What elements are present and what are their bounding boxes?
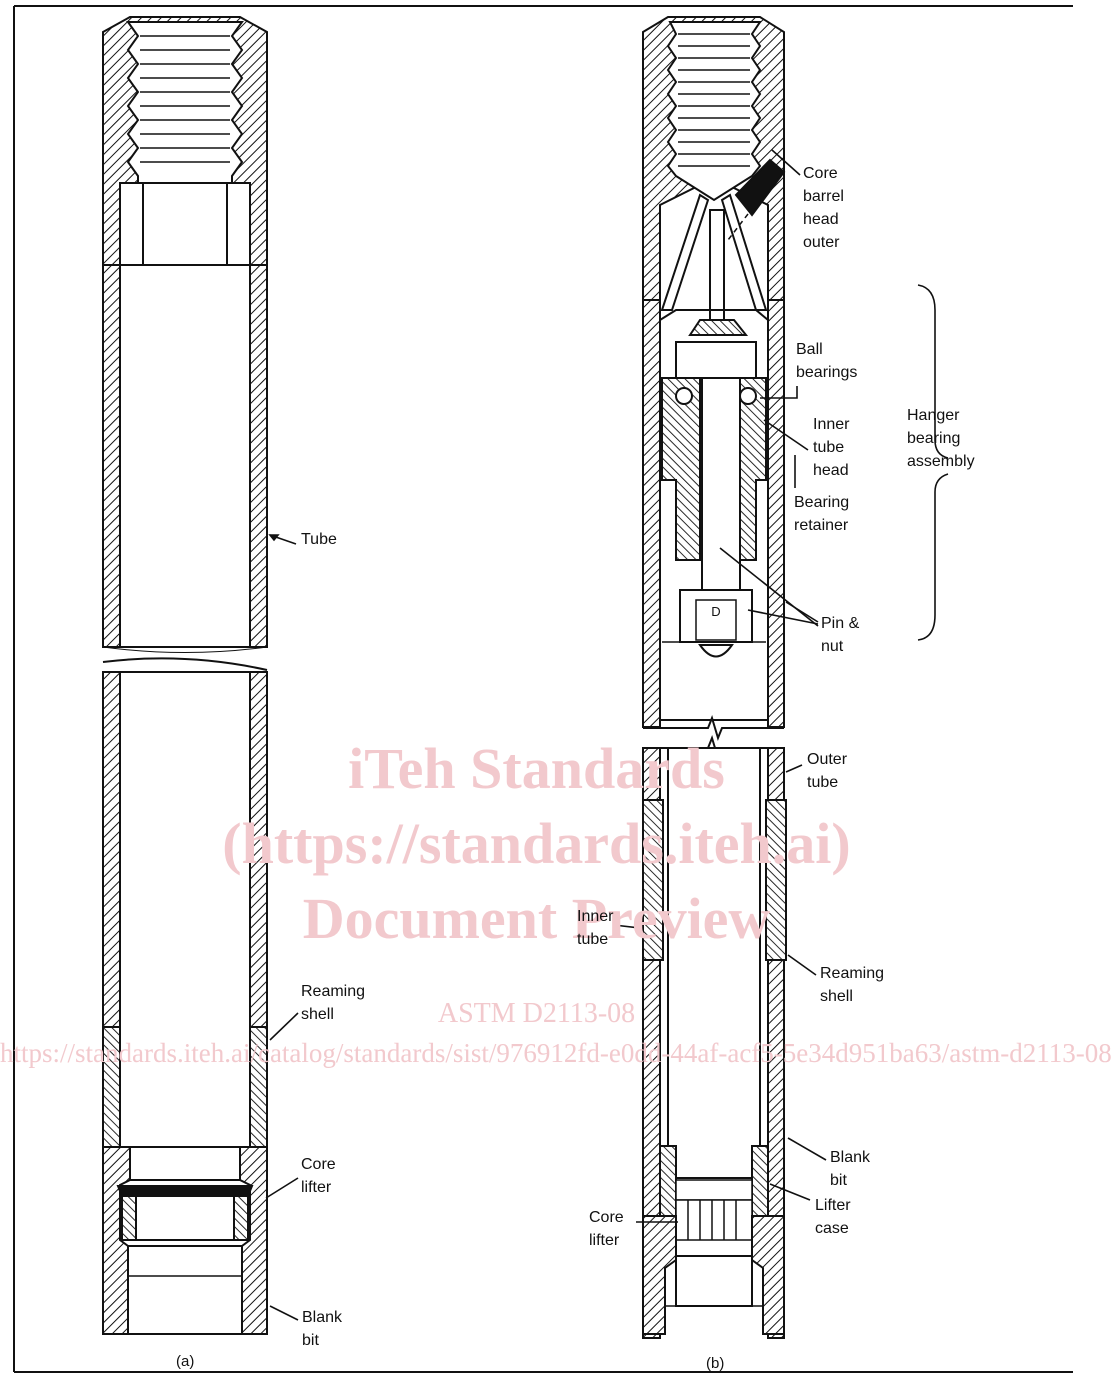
label-reaming-shell-a: Reaming shell [301,983,366,1023]
label-reaming-shell-b: Reaming shell [820,965,885,1005]
svg-text:D: D [711,604,720,619]
watermark-url: https://standards.iteh.ai/catalog/standa… [0,1038,1112,1068]
label-ball-bearings: Ball bearings [796,341,858,381]
label-blank-bit-a: Blank bit [302,1309,343,1349]
watermark-line2: (https://standards.iteh.ai) [222,811,851,876]
label-bearing-retainer: Bearing retainer [794,494,850,534]
label-inner-tube-head: Inner tube head [813,416,850,479]
tube-a-wall-left-upper [102,264,121,648]
reaming-shell-b-right [765,799,787,961]
core-lifter-b [675,1179,753,1241]
watermark-line3: Document Preview [302,886,771,951]
bearing-retainer [661,377,701,561]
core-lifter-a [116,1185,254,1197]
reaming-shell-b-left [642,799,664,961]
ball-bearing-left [675,387,693,405]
core-barrel-diagram: D [13,5,1073,1373]
label-core-barrel-head: Core barrel head outer [803,165,844,251]
caption-b: (b) [706,1355,725,1372]
core-barrel-b: D [642,16,787,1339]
label-blank-bit-b: Blank bit [830,1149,871,1189]
tube-b-break [643,714,784,742]
pin-shaft [701,377,741,591]
watermark-line1: iTeh Standards [348,736,725,801]
label-pin-nut: Pin & nut [821,615,860,655]
leaders-a [265,534,299,1321]
outer-tube-b-right-upper [767,299,785,728]
figure-frame [13,5,1073,1373]
label-core-lifter-b: Core lifter [589,1209,624,1249]
label-core-lifter-a: Core lifter [301,1156,336,1196]
barrel-a-thread [126,21,244,184]
label-hanger-bearing-assembly: Hanger bearing assembly [907,407,975,470]
blank-bit-b [642,1215,677,1335]
watermark-code: ASTM D2113-08 [437,998,636,1029]
nut [679,589,753,643]
lifter-case [659,1145,677,1217]
leaders-b [613,149,949,1223]
core-barrel-a [102,16,268,1335]
ball-bearing-right [739,387,757,405]
caption-a: (a) [176,1353,195,1370]
outer-tube-b-left-upper [642,299,661,728]
tube-a-wall-right-upper [249,264,268,648]
label-inner-tube: Inner tube [577,908,614,948]
label-outer-tube: Outer tube [807,751,848,791]
tube-a-break [102,657,268,671]
label-lifter-case: Lifter case [815,1197,851,1237]
label-tube-a: Tube [301,531,337,548]
